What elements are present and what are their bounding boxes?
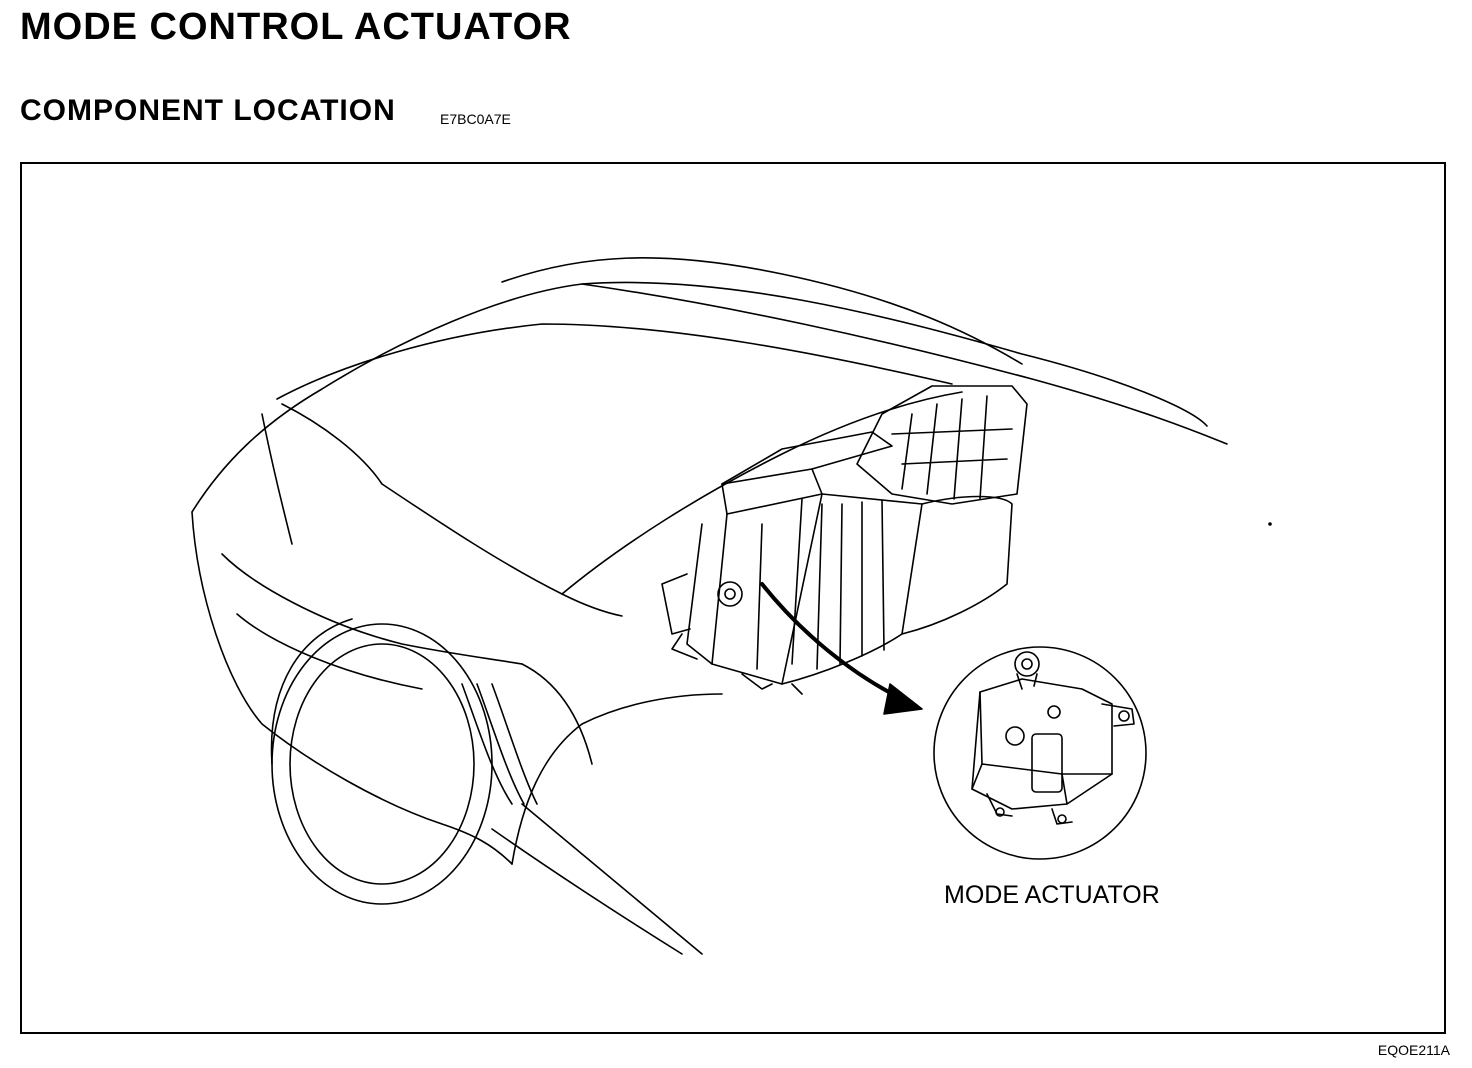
- document-code: E7BC0A7E: [440, 111, 511, 127]
- side-vent: [461, 683, 538, 805]
- windshield-line: [581, 283, 1228, 445]
- detail-circle: [933, 646, 1147, 860]
- component-location-figure: MODE ACTUATOR: [20, 162, 1446, 1034]
- section-title: COMPONENT LOCATION: [20, 94, 396, 127]
- figure-code: EQOE211A: [1377, 1042, 1450, 1058]
- callout-arrow-head: [883, 683, 923, 715]
- hood-crease: [276, 323, 953, 400]
- front-fascia: [191, 511, 513, 865]
- front-wheel: [271, 623, 493, 905]
- callout-arrow-line: [760, 582, 904, 701]
- front-fender: [511, 693, 723, 865]
- mode-actuator-drawing: [971, 651, 1135, 825]
- car-hood-outline: [191, 281, 1208, 513]
- mode-actuator-label: MODE ACTUATOR: [944, 881, 1160, 909]
- hvac-unit: [661, 385, 1028, 695]
- vehicle-illustration: [191, 257, 1272, 955]
- page-title: MODE CONTROL ACTUATOR: [20, 6, 572, 48]
- car-roof-line: [501, 257, 1023, 365]
